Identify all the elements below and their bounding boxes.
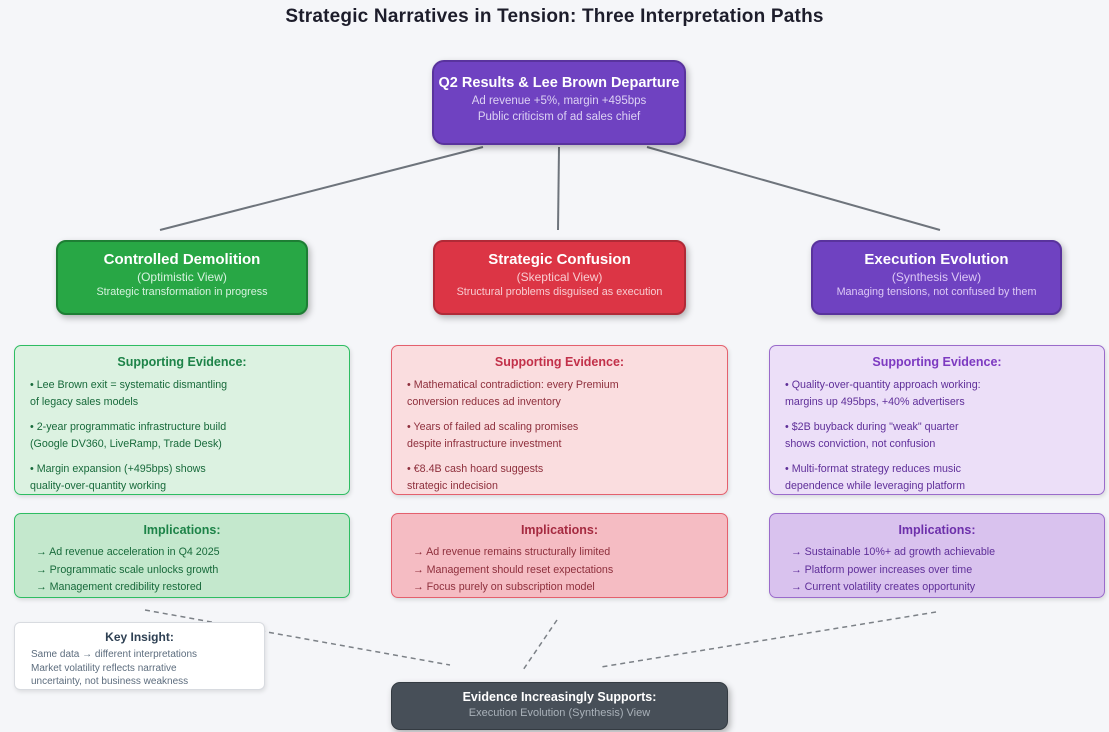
conclusion-subtitle: Execution Evolution (Synthesis) View	[468, 707, 651, 719]
conclusion-heading: Evidence Increasingly Supports:	[462, 690, 657, 704]
path-node-subtitle: Structural problems disguised as executi…	[456, 286, 663, 298]
implications-list: → Ad revenue acceleration in Q4 2025 → P…	[36, 544, 349, 597]
evidence-line: conversion reduces ad inventory	[407, 396, 561, 408]
key-insight-box: Key Insight: Same data → different inter…	[14, 622, 265, 690]
implications-panel-controlled-demolition: Implications: → Ad revenue acceleration …	[14, 513, 350, 598]
path-node-view: (Skeptical View)	[516, 270, 603, 284]
evidence-line: • Mathematical contradiction: every Prem…	[407, 379, 619, 391]
evidence-line: • Years of failed ad scaling promises	[407, 421, 579, 433]
evidence-line: • Multi-format strategy reduces music	[785, 463, 961, 475]
evidence-line: • $2B buyback during "weak" quarter	[785, 421, 959, 433]
evidence-heading: Supporting Evidence:	[494, 355, 625, 369]
evidence-bullet: • Margin expansion (+495bps) shows quali…	[30, 461, 349, 495]
evidence-line: dependence while leveraging platform	[785, 480, 966, 492]
connector-root-to-left	[159, 146, 484, 231]
implications-heading: Implications:	[143, 523, 221, 537]
diagram-title: Strategic Narratives in Tension: Three I…	[285, 6, 824, 27]
evidence-line: of legacy sales models	[30, 396, 139, 408]
dashed-connector-middle-to-conclusion	[522, 619, 558, 671]
evidence-line: (Google DV360, LiveRamp, Trade Desk)	[30, 438, 222, 450]
implications-heading: Implications:	[520, 523, 599, 537]
evidence-bullet: • Lee Brown exit = systematic dismantlin…	[30, 377, 349, 411]
evidence-bullet: • Quality-over-quantity approach working…	[785, 377, 1104, 411]
implication-line: → Platform power increases over time	[791, 563, 973, 576]
implications-panel-execution-evolution: Implications: → Sustainable 10%+ ad grow…	[769, 513, 1105, 598]
evidence-bullet: • Multi-format strategy reduces music de…	[785, 461, 1104, 495]
evidence-line: • Margin expansion (+495bps) shows	[30, 463, 206, 475]
root-node-heading: Q2 Results & Lee Brown Departure	[438, 75, 680, 91]
connector-root-to-right	[646, 146, 941, 231]
evidence-panel-execution-evolution: Supporting Evidence: • Quality-over-quan…	[769, 345, 1105, 495]
key-insight-lines: Same data → different interpretations Ma…	[31, 648, 264, 689]
implications-list: → Ad revenue remains structurally limite…	[413, 544, 727, 597]
root-node: Q2 Results & Lee Brown Departure Ad reve…	[432, 60, 686, 145]
root-node-line: Ad revenue +5%, margin +495bps	[471, 95, 647, 107]
evidence-panel-strategic-confusion: Supporting Evidence: • Mathematical cont…	[391, 345, 728, 495]
implications-panel-strategic-confusion: Implications: → Ad revenue remains struc…	[391, 513, 728, 598]
connector-root-to-middle	[557, 146, 560, 231]
evidence-heading: Supporting Evidence:	[117, 355, 247, 369]
implication-line: → Programmatic scale unlocks growth	[36, 563, 219, 576]
implications-list: → Sustainable 10%+ ad growth achievable …	[791, 544, 1104, 597]
path-node-heading: Strategic Confusion	[488, 251, 631, 268]
implication-line: → Management credibility restored	[36, 581, 202, 593]
evidence-bullet: • Years of failed ad scaling promises de…	[407, 419, 727, 453]
evidence-bullet: • Mathematical contradiction: every Prem…	[407, 377, 727, 411]
evidence-line: • Lee Brown exit = systematic dismantlin…	[30, 379, 228, 391]
path-node-heading: Controlled Demolition	[103, 251, 261, 268]
evidence-bullet: • €8.4B cash hoard suggests strategic in…	[407, 461, 727, 495]
evidence-line: strategic indecision	[407, 480, 498, 492]
evidence-line: • 2-year programmatic infrastructure bui…	[30, 421, 227, 433]
dashed-connector-left-to-conclusion	[144, 609, 451, 666]
evidence-line: despite infrastructure investment	[407, 438, 562, 450]
evidence-line: margins up 495bps, +40% advertisers	[785, 396, 965, 408]
path-node-view: (Optimistic View)	[137, 270, 227, 284]
key-insight-line: Same data → different interpretations	[31, 649, 198, 660]
key-insight-line: Market volatility reflects narrative	[31, 662, 177, 674]
implication-line: → Current volatility creates opportunity	[791, 581, 976, 593]
evidence-heading: Supporting Evidence:	[872, 355, 1002, 369]
path-node-view: (Synthesis View)	[891, 270, 982, 284]
implication-line: → Sustainable 10%+ ad growth achievable	[791, 546, 996, 558]
implication-line: → Management should reset expectations	[413, 563, 614, 576]
key-insight-heading: Key Insight:	[105, 630, 174, 644]
conclusion-box: Evidence Increasingly Supports: Executio…	[391, 682, 728, 730]
implication-line: → Focus purely on subscription model	[413, 581, 595, 593]
key-insight-line: uncertainty, not business weakness	[31, 676, 189, 687]
path-node-subtitle: Strategic transformation in progress	[96, 286, 268, 298]
evidence-bullet: • $2B buyback during "weak" quarter show…	[785, 419, 1104, 453]
implication-line: → Ad revenue acceleration in Q4 2025	[36, 546, 220, 558]
path-node-controlled-demolition: Controlled Demolition (Optimistic View) …	[56, 240, 308, 315]
evidence-line: • €8.4B cash hoard suggests	[407, 463, 544, 475]
dashed-connector-right-to-conclusion	[600, 611, 937, 668]
evidence-panel-controlled-demolition: Supporting Evidence: • Lee Brown exit = …	[14, 345, 350, 495]
implications-heading: Implications:	[898, 523, 976, 537]
evidence-line: quality-over-quantity working	[30, 480, 167, 492]
evidence-line: shows conviction, not confusion	[785, 438, 936, 450]
root-node-line: Public criticism of ad sales chief	[477, 111, 641, 123]
path-node-strategic-confusion: Strategic Confusion (Skeptical View) Str…	[433, 240, 686, 315]
evidence-line: • Quality-over-quantity approach working…	[785, 379, 981, 391]
path-node-execution-evolution: Execution Evolution (Synthesis View) Man…	[811, 240, 1062, 315]
evidence-bullet: • 2-year programmatic infrastructure bui…	[30, 419, 349, 453]
implication-line: → Ad revenue remains structurally limite…	[413, 546, 611, 558]
path-node-subtitle: Managing tensions, not confused by them	[836, 286, 1037, 298]
path-node-heading: Execution Evolution	[864, 251, 1009, 268]
